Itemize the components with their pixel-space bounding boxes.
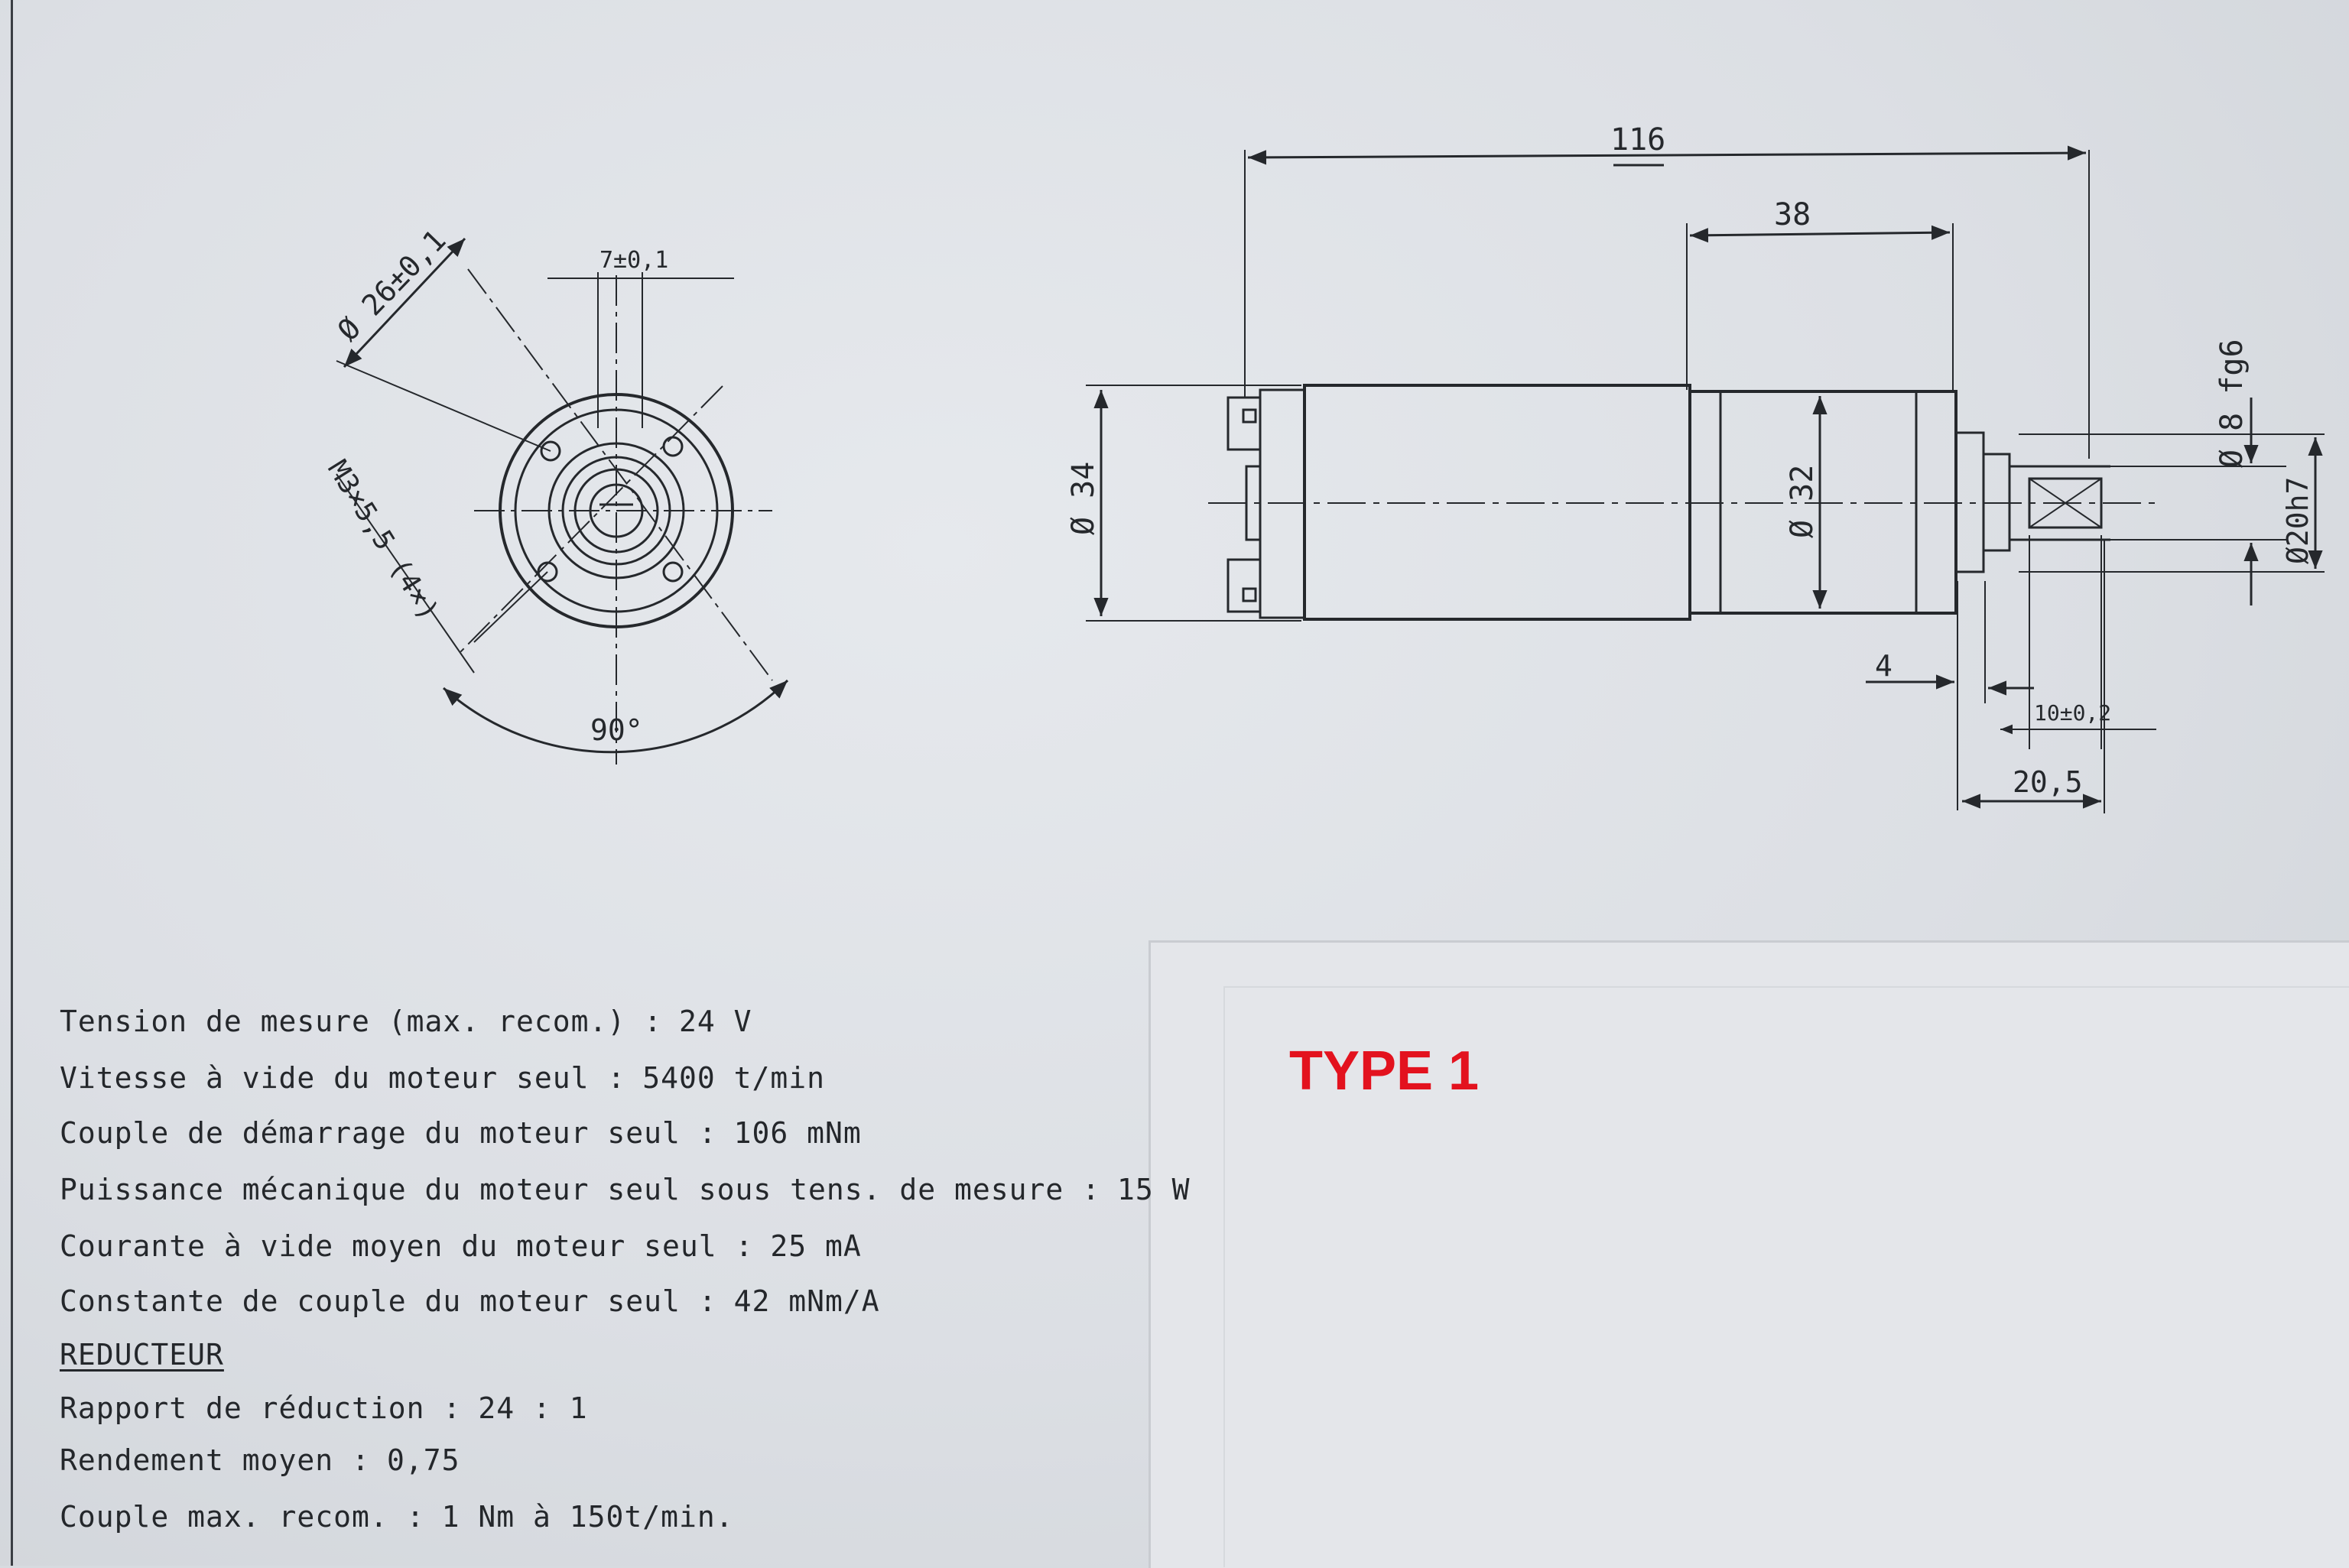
mounting-hole	[537, 561, 558, 583]
leader-line-holes	[336, 473, 475, 674]
side-view	[1086, 145, 2325, 813]
dim-text-diameter: Ø 26±0,1	[331, 223, 453, 347]
rear-bearing	[1245, 465, 1262, 541]
spec-value: 15 W	[1117, 1173, 1191, 1206]
spec-label: Rapport de réduction :	[60, 1391, 462, 1425]
spec-line: Puissance mécanique du moteur seul sous …	[60, 1173, 1191, 1206]
spec-value: 25 mA	[770, 1229, 862, 1263]
spec-label: Rendement moyen :	[60, 1443, 370, 1477]
dim-text-angle: 90°	[590, 713, 643, 747]
spec-value: 24 : 1	[478, 1391, 588, 1425]
dim-text-gear-diameter: Ø 32	[1785, 465, 1820, 538]
spec-line: Courante à vide moyen du moteur seul : 25…	[60, 1229, 862, 1263]
spec-line: Vitesse à vide du moteur seul : 5400 t/mi…	[60, 1061, 825, 1095]
dim-arc-angle	[443, 679, 789, 754]
outer-flange-circle	[499, 393, 734, 628]
extension-line	[336, 360, 551, 452]
mounting-hole	[540, 440, 561, 462]
reducer-section-title: REDUCTEUR	[60, 1338, 224, 1372]
shaft-flat-key	[2028, 477, 2103, 529]
spigot-circle	[573, 468, 659, 554]
dim-text-motor-diameter: Ø 34	[1066, 462, 1101, 535]
overlay-sheet-edge	[1223, 986, 2349, 1567]
overlay-sheet	[1149, 940, 2349, 1568]
dim-text-holes: M3×5,5 (4×)	[321, 455, 444, 626]
spec-label: Couple max. recom. :	[60, 1500, 425, 1534]
spec-line: Tension de mesure (max. recom.) : 24 V	[60, 1005, 752, 1038]
spec-label: Constante de couple du moteur seul :	[60, 1284, 717, 1318]
dim-text-flat-length: 10±0,2	[2034, 700, 2111, 726]
dim-line-gear-length	[1689, 225, 1951, 243]
type-label: TYPE 1	[1289, 1040, 1480, 1102]
front-centerline-diagonal	[467, 268, 773, 681]
mounting-hole	[662, 436, 684, 457]
spec-value: 0,75	[386, 1443, 460, 1477]
dim-line-total-length	[1247, 145, 2087, 165]
bolt-circle	[547, 442, 685, 579]
spec-label: Puissance mécanique du moteur seul sous …	[60, 1173, 1101, 1206]
spec-value: 106 mNm	[733, 1116, 862, 1150]
dim-text-gear-length: 38	[1774, 197, 1811, 232]
shaft-flat-key-cross	[2029, 478, 2102, 528]
spec-value: 5400 t/min	[642, 1061, 825, 1095]
spec-label: Vitesse à vide du moteur seul :	[60, 1061, 626, 1095]
spec-line: Rapport de réduction : 24 : 1	[60, 1391, 588, 1425]
spec-value: 1 Nm à 150t/min.	[441, 1500, 734, 1534]
front-view	[336, 237, 789, 765]
binding-edge	[0, 0, 13, 1566]
terminal-top-pin	[1242, 408, 1257, 424]
spec-label: Couple de démarrage du moteur seul :	[60, 1116, 717, 1150]
terminal-top	[1226, 396, 1262, 451]
spec-label: Tension de mesure (max. recom.) :	[60, 1005, 662, 1038]
spec-line: Couple de démarrage du moteur seul : 106 …	[60, 1116, 862, 1150]
hub-circle	[561, 456, 671, 566]
terminal-bottom	[1226, 558, 1262, 613]
mounting-hole	[662, 561, 684, 583]
spec-value: 24 V	[678, 1005, 752, 1038]
spec-value: 42 mNm/A	[733, 1284, 880, 1318]
dim-text-shaft-length: 20,5	[2013, 765, 2083, 799]
shaft-circle	[589, 483, 644, 538]
spec-line: Rendement moyen : 0,75	[60, 1443, 460, 1477]
dim-text-shaft-diameter: Ø 8 fg6	[2214, 339, 2250, 468]
leader-line-holes	[473, 571, 548, 643]
dim-line-diameter	[343, 237, 466, 368]
flange-inner-circle	[514, 408, 719, 613]
spec-line: Constante de couple du moteur seul : 42 m…	[60, 1284, 880, 1318]
terminal-bottom-pin	[1242, 587, 1257, 602]
dim-text-total-length: 116	[1610, 122, 1665, 157]
dim-text-spigot-length: 4	[1875, 649, 1893, 683]
dim-text-spigot-diameter: Ø20h7	[2281, 477, 2315, 564]
dim-text-offset: 7±0,1	[599, 247, 668, 274]
spec-line: Couple max. recom. : 1 Nm à 150t/min.	[60, 1500, 734, 1534]
shaft-collar	[1982, 453, 2011, 552]
spec-label: Courante à vide moyen du moteur seul :	[60, 1229, 754, 1263]
side-view-labels: 116 38 Ø 34 Ø 32 Ø 8 fg6 Ø20h7 4 10±0,2 …	[1066, 122, 2315, 799]
